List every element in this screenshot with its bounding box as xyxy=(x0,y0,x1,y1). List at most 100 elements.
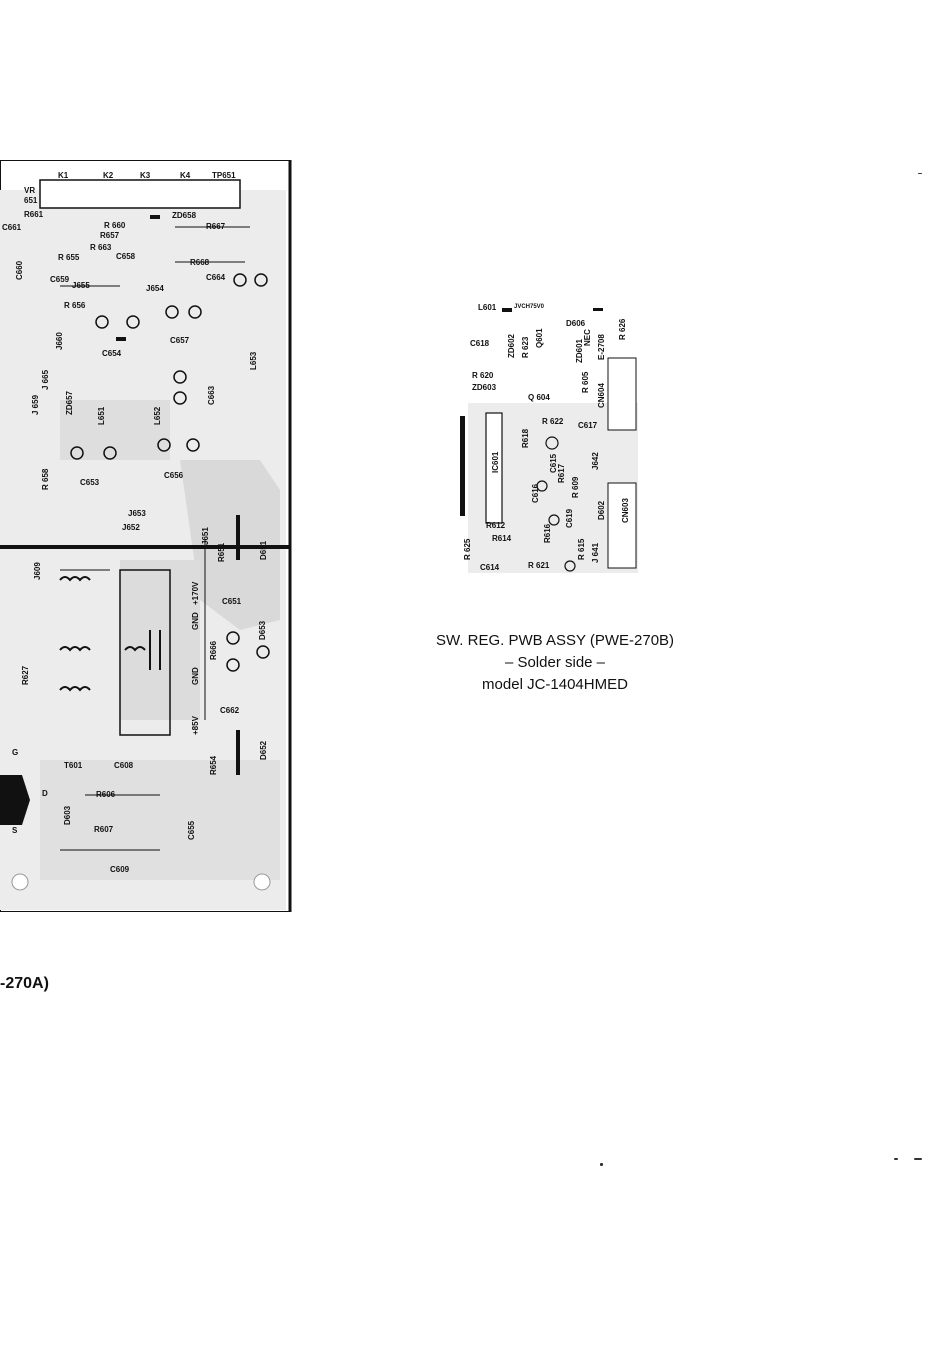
svg-text:+85V: +85V xyxy=(191,715,200,735)
svg-text:C653: C653 xyxy=(80,478,100,487)
svg-text:ZD657: ZD657 xyxy=(65,390,74,415)
svg-text:R 663: R 663 xyxy=(90,243,112,252)
svg-text:C609: C609 xyxy=(110,865,130,874)
svg-text:R606: R606 xyxy=(96,790,116,799)
svg-text:R 621: R 621 xyxy=(528,561,550,570)
svg-text:K4: K4 xyxy=(180,171,191,180)
svg-text:C618: C618 xyxy=(470,339,490,348)
svg-text:GND: GND xyxy=(191,612,200,630)
svg-text:R654: R654 xyxy=(209,755,218,775)
svg-text:J609: J609 xyxy=(33,562,42,580)
svg-text:K3: K3 xyxy=(140,171,151,180)
svg-text:G: G xyxy=(12,748,18,757)
svg-text:R 620: R 620 xyxy=(472,371,494,380)
svg-text:R 626: R 626 xyxy=(618,318,627,340)
svg-text:D651: D651 xyxy=(259,540,268,560)
svg-text:C616: C616 xyxy=(531,483,540,503)
svg-text:L652: L652 xyxy=(153,406,162,425)
svg-text:J654: J654 xyxy=(146,284,164,293)
svg-text:C654: C654 xyxy=(102,349,122,358)
svg-text:D: D xyxy=(42,789,48,798)
svg-text:R 609: R 609 xyxy=(571,476,580,498)
svg-text:C659: C659 xyxy=(50,275,70,284)
svg-text:S: S xyxy=(12,826,18,835)
svg-text:Q 604: Q 604 xyxy=(528,393,550,402)
svg-text:K2: K2 xyxy=(103,171,114,180)
svg-text:L653: L653 xyxy=(249,351,258,370)
svg-text:R 605: R 605 xyxy=(581,371,590,393)
svg-text:E-2708: E-2708 xyxy=(597,334,606,360)
svg-text:R651: R651 xyxy=(217,542,226,562)
svg-text:R617: R617 xyxy=(557,463,566,483)
caption-subtitle: – Solder side – xyxy=(504,654,606,671)
svg-text:R 658: R 658 xyxy=(41,468,50,490)
svg-text:J642: J642 xyxy=(591,452,600,470)
svg-text:R612: R612 xyxy=(486,521,506,530)
svg-text:R618: R618 xyxy=(521,428,530,448)
svg-text:D603: D603 xyxy=(63,805,72,825)
svg-text:C662: C662 xyxy=(220,706,240,715)
svg-text:Q601: Q601 xyxy=(535,328,544,348)
svg-text:C655: C655 xyxy=(187,820,196,840)
svg-text:D606: D606 xyxy=(566,319,586,328)
svg-text:J660: J660 xyxy=(55,332,64,350)
svg-text:R668: R668 xyxy=(190,258,210,267)
svg-text:R667: R667 xyxy=(206,222,226,231)
svg-text:R627: R627 xyxy=(21,665,30,685)
svg-text:C619: C619 xyxy=(565,508,574,528)
scan-speck xyxy=(894,1158,898,1160)
svg-text:R 622: R 622 xyxy=(542,417,564,426)
svg-text:D602: D602 xyxy=(597,500,606,520)
svg-text:651: 651 xyxy=(24,196,38,205)
svg-text:JVCH75V0: JVCH75V0 xyxy=(514,304,545,310)
svg-text:R657: R657 xyxy=(100,231,120,240)
svg-text:IC601: IC601 xyxy=(491,451,500,473)
svg-text:C661: C661 xyxy=(2,223,22,232)
svg-text:R 655: R 655 xyxy=(58,253,80,262)
diagram-caption: SW. REG. PWB ASSY (PWE-270B) – Solder si… xyxy=(400,630,710,696)
svg-text:CN604: CN604 xyxy=(597,383,606,408)
caption-model: model JC-1404HMED xyxy=(482,676,628,693)
svg-text:+170V: +170V xyxy=(191,581,200,605)
svg-text:C617: C617 xyxy=(578,421,598,430)
svg-text:R607: R607 xyxy=(94,825,114,834)
svg-text:C608: C608 xyxy=(114,761,134,770)
svg-text:C615: C615 xyxy=(549,453,558,473)
svg-text:R 623: R 623 xyxy=(521,336,530,358)
svg-text:C664: C664 xyxy=(206,273,226,282)
svg-text:R661: R661 xyxy=(24,210,44,219)
svg-text:NEC: NEC xyxy=(583,329,592,346)
svg-text:D652: D652 xyxy=(259,740,268,760)
svg-text:C651: C651 xyxy=(222,597,242,606)
svg-text:J651: J651 xyxy=(201,527,210,545)
svg-text:J652: J652 xyxy=(122,523,140,532)
svg-text:J655: J655 xyxy=(72,281,90,290)
svg-text:CN603: CN603 xyxy=(621,498,630,523)
svg-text:C663: C663 xyxy=(207,385,216,405)
svg-text:C660: C660 xyxy=(15,260,24,280)
svg-text:C657: C657 xyxy=(170,336,190,345)
svg-text:J 641: J 641 xyxy=(591,542,600,563)
svg-text:T601: T601 xyxy=(64,761,83,770)
svg-text:R 660: R 660 xyxy=(104,221,126,230)
svg-text:ZD601: ZD601 xyxy=(575,338,584,363)
svg-text:L651: L651 xyxy=(97,406,106,425)
svg-text:J 659: J 659 xyxy=(31,394,40,415)
svg-text:R 625: R 625 xyxy=(463,538,472,560)
svg-text:J 665: J 665 xyxy=(41,369,50,390)
svg-text:C614: C614 xyxy=(480,563,500,572)
scan-speck xyxy=(600,1163,603,1166)
svg-text:R 656: R 656 xyxy=(64,301,86,310)
svg-text:ZD658: ZD658 xyxy=(172,211,197,220)
caption-title: SW. REG. PWB ASSY (PWE-270B) xyxy=(435,632,675,649)
svg-text:R666: R666 xyxy=(209,640,218,660)
left-board-title-fragment: -270A) xyxy=(0,975,49,992)
svg-text:C656: C656 xyxy=(164,471,184,480)
svg-text:ZD603: ZD603 xyxy=(472,383,497,392)
svg-text:C658: C658 xyxy=(116,252,136,261)
svg-text:R614: R614 xyxy=(492,534,512,543)
svg-text:K1: K1 xyxy=(58,171,69,180)
svg-text:D653: D653 xyxy=(258,620,267,640)
svg-text:VR: VR xyxy=(24,186,35,195)
